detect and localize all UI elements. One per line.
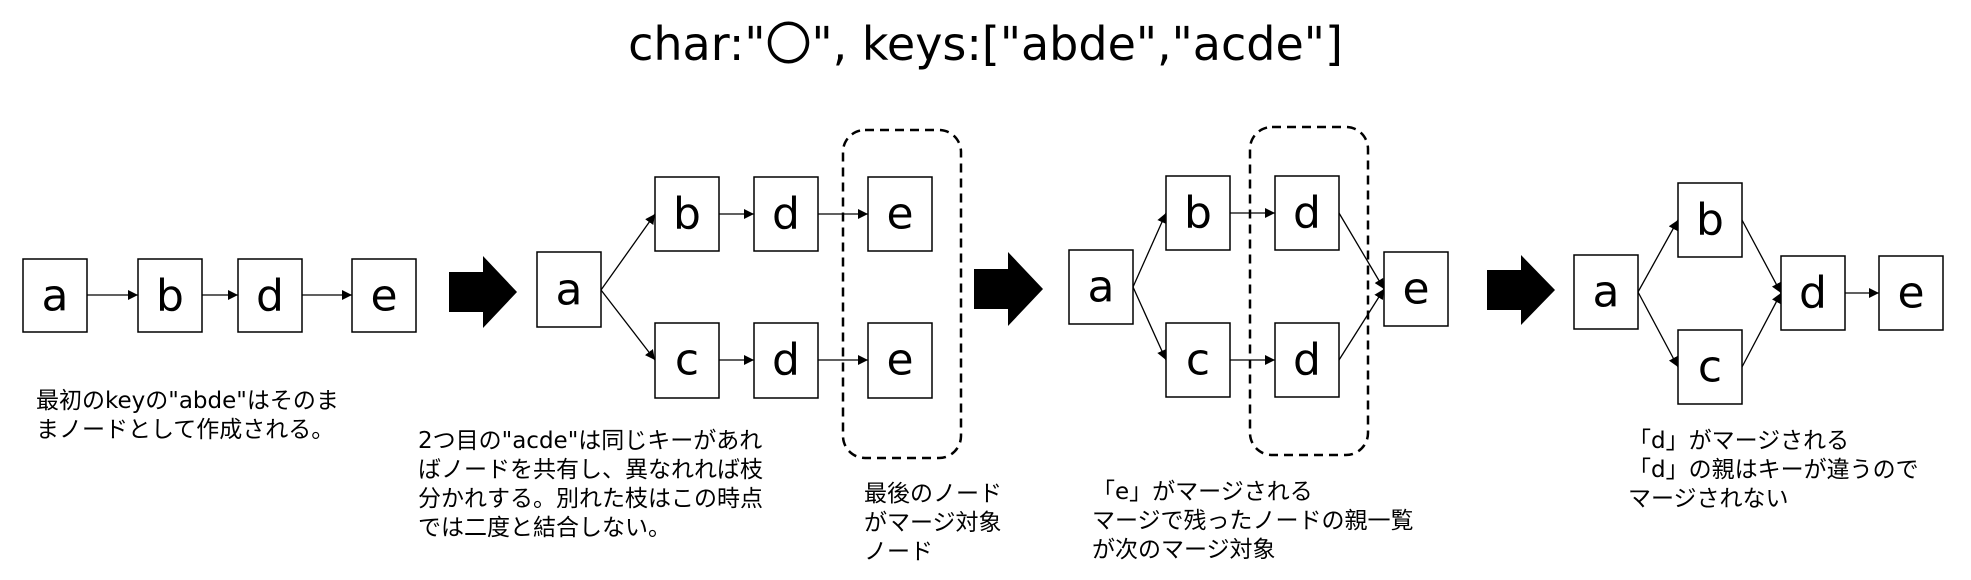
stage-3-caption: 「e」がマージされる マージで残ったノードの親一覧 が次のマージ対象 [1092, 478, 1414, 565]
edge [1338, 288, 1385, 361]
node-a: a [1068, 249, 1134, 325]
caption-line: がマージ対象 [864, 510, 1002, 536]
stage-transition-arrow-icon [1487, 255, 1555, 325]
stage-transition-arrow-icon [449, 256, 517, 328]
svg-text:a: a [1088, 262, 1115, 313]
edge [1338, 212, 1385, 290]
node-d: d [237, 258, 303, 333]
svg-text:c: c [675, 335, 699, 386]
caption-line: ばノードを共有し、異なれれば枝 [418, 457, 763, 483]
diagram-title: char:"〇", keys:["abde","acde"] [628, 17, 1343, 71]
svg-text:c: c [1698, 342, 1722, 393]
merge-target-group [1248, 125, 1370, 457]
caption-line: 最後のノード [864, 481, 1002, 507]
caption-line: マージされない [1628, 486, 1789, 512]
svg-text:a: a [1593, 267, 1620, 318]
svg-text:a: a [42, 271, 69, 322]
stage-1-caption: 最初のkeyの"abde"はそのま まノードとして作成される。 [36, 387, 339, 445]
svg-text:b: b [1184, 188, 1212, 239]
merge-target-caption: 最後のノード がマージ対象 ノード [864, 480, 1002, 567]
caption-line: では二度と結合しない。 [418, 515, 671, 541]
svg-text:c: c [1186, 335, 1210, 386]
node-d: d [753, 322, 819, 399]
caption-line: 最初のkeyの"abde"はそのま [36, 388, 339, 414]
stage-4: a b c d e [1573, 182, 1944, 405]
node-c: c [1677, 329, 1743, 405]
node-d: d [753, 176, 819, 252]
svg-text:e: e [1897, 268, 1924, 319]
merge-target-group [841, 128, 963, 460]
node-c: c [1165, 322, 1231, 398]
caption-line: マージで残ったノードの親一覧 [1092, 508, 1414, 534]
node-b: b [654, 176, 720, 252]
node-a: a [22, 258, 88, 333]
caption-line: 分かれする。別れた枝はこの時点 [418, 486, 763, 512]
node-b: b [1165, 175, 1231, 251]
edge [1132, 212, 1167, 288]
svg-text:e: e [886, 335, 913, 386]
svg-text:e: e [370, 271, 397, 322]
caption-line: 「d」の親はキーが違うので [1628, 457, 1919, 483]
node-b: b [137, 258, 203, 333]
edge [1132, 286, 1167, 361]
node-b: b [1677, 182, 1743, 258]
svg-text:e: e [886, 189, 913, 240]
node-a: a [1573, 254, 1639, 330]
edge [1637, 219, 1679, 293]
edge [1741, 292, 1782, 368]
node-d: d [1780, 255, 1846, 331]
edge [1741, 219, 1782, 294]
caption-line: 「d」がマージされる [1628, 428, 1850, 454]
edge [600, 213, 656, 291]
caption-line: ノード [864, 539, 933, 565]
node-e: e [351, 258, 417, 333]
stage-2-caption: 2つ目の"acde"は同じキーがあれ ばノードを共有し、異なれれば枝 分かれする… [418, 427, 763, 543]
node-d: d [1274, 175, 1340, 251]
node-c: c [654, 322, 720, 399]
stage-3: a b d c d e [1068, 125, 1449, 457]
stage-1: a b d e [22, 258, 417, 333]
svg-text:d: d [772, 335, 800, 386]
svg-text:a: a [556, 265, 583, 316]
svg-text:b: b [156, 271, 184, 322]
svg-text:d: d [256, 271, 284, 322]
node-e: e [867, 176, 933, 252]
svg-text:d: d [1293, 188, 1321, 239]
node-e: e [867, 322, 933, 399]
node-d: d [1274, 322, 1340, 398]
node-e: e [1878, 255, 1944, 331]
caption-line: 2つ目の"acde"は同じキーがあれ [418, 428, 763, 454]
caption-line: が次のマージ対象 [1092, 537, 1276, 563]
svg-text:d: d [1293, 335, 1321, 386]
stage-4-caption: 「d」がマージされる 「d」の親はキーが違うので マージされない [1628, 427, 1919, 514]
svg-text:d: d [1799, 268, 1827, 319]
stage-2: a b d e c d e [536, 128, 963, 460]
node-e: e [1383, 251, 1449, 327]
caption-line: まノードとして作成される。 [36, 417, 335, 443]
stage-transition-arrow-icon [974, 252, 1043, 326]
caption-line: 「e」がマージされる [1092, 479, 1313, 505]
svg-text:b: b [1696, 195, 1724, 246]
svg-text:d: d [772, 189, 800, 240]
edge [1637, 291, 1679, 368]
edge [600, 289, 656, 361]
node-a: a [536, 251, 602, 328]
svg-text:e: e [1402, 264, 1429, 315]
svg-text:b: b [673, 189, 701, 240]
